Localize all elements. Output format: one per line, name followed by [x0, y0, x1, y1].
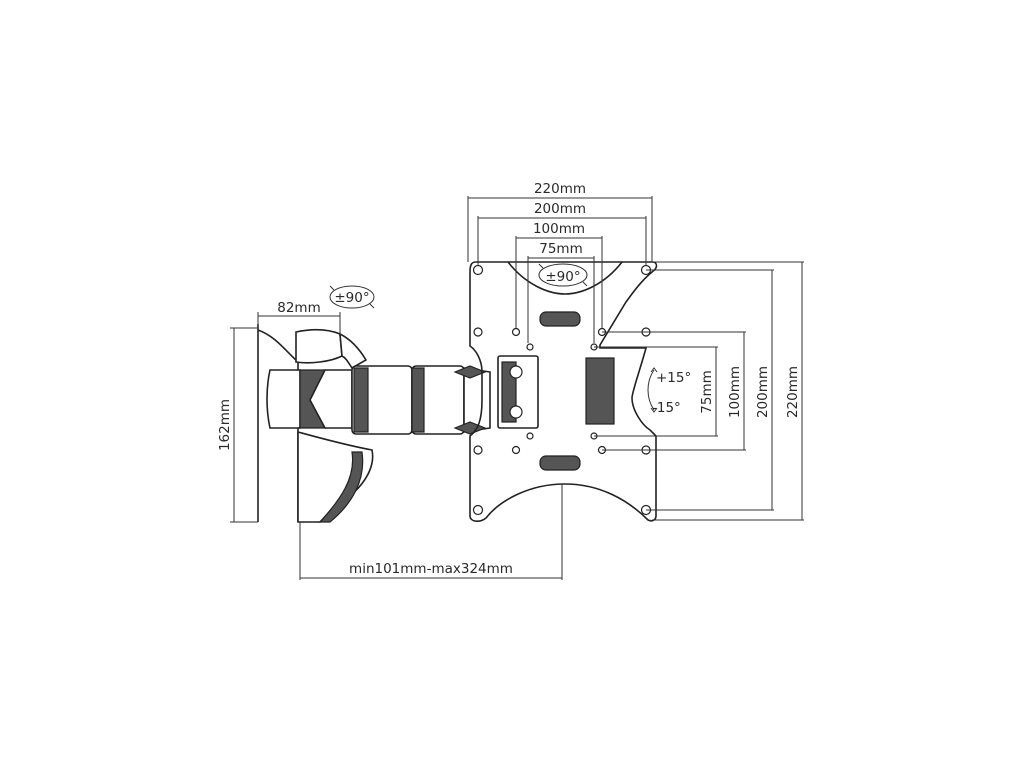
- left-dimensions: 82mm 162mm: [217, 300, 341, 523]
- dim-200-width: 200mm: [534, 201, 586, 217]
- bottom-dimension: min101mm-max324mm: [299, 484, 563, 580]
- tilt-up-label: +15°: [656, 370, 691, 386]
- right-dimensions: 75mm 100mm 200mm 220mm: [594, 261, 804, 521]
- top-dimensions: 220mm 200mm 100mm 75mm: [467, 181, 653, 343]
- dim-100-width: 100mm: [533, 221, 585, 237]
- dim-75-width: 75mm: [539, 241, 582, 257]
- dim-162-height: 162mm: [217, 399, 233, 451]
- dim-220-height: 220mm: [785, 366, 801, 418]
- plate-rotation-label: ±90°: [545, 269, 580, 285]
- dim-200-height: 200mm: [755, 366, 771, 418]
- wall-swivel-label: ±90°: [334, 290, 369, 306]
- plate-rotation-indicator: ±90°: [538, 263, 588, 287]
- dim-82-depth: 82mm: [277, 300, 320, 316]
- vesa-plate: [469, 261, 658, 522]
- wall-bracket: [257, 324, 491, 523]
- tilt-down-label: -15°: [652, 400, 681, 416]
- dim-extension: min101mm-max324mm: [349, 561, 513, 577]
- dim-220-width: 220mm: [534, 181, 586, 197]
- dim-75-height: 75mm: [699, 370, 715, 413]
- dim-100-height: 100mm: [727, 366, 743, 418]
- wall-swivel-indicator: ±90°: [329, 285, 375, 309]
- tilt-indicator: +15° -15°: [647, 367, 691, 416]
